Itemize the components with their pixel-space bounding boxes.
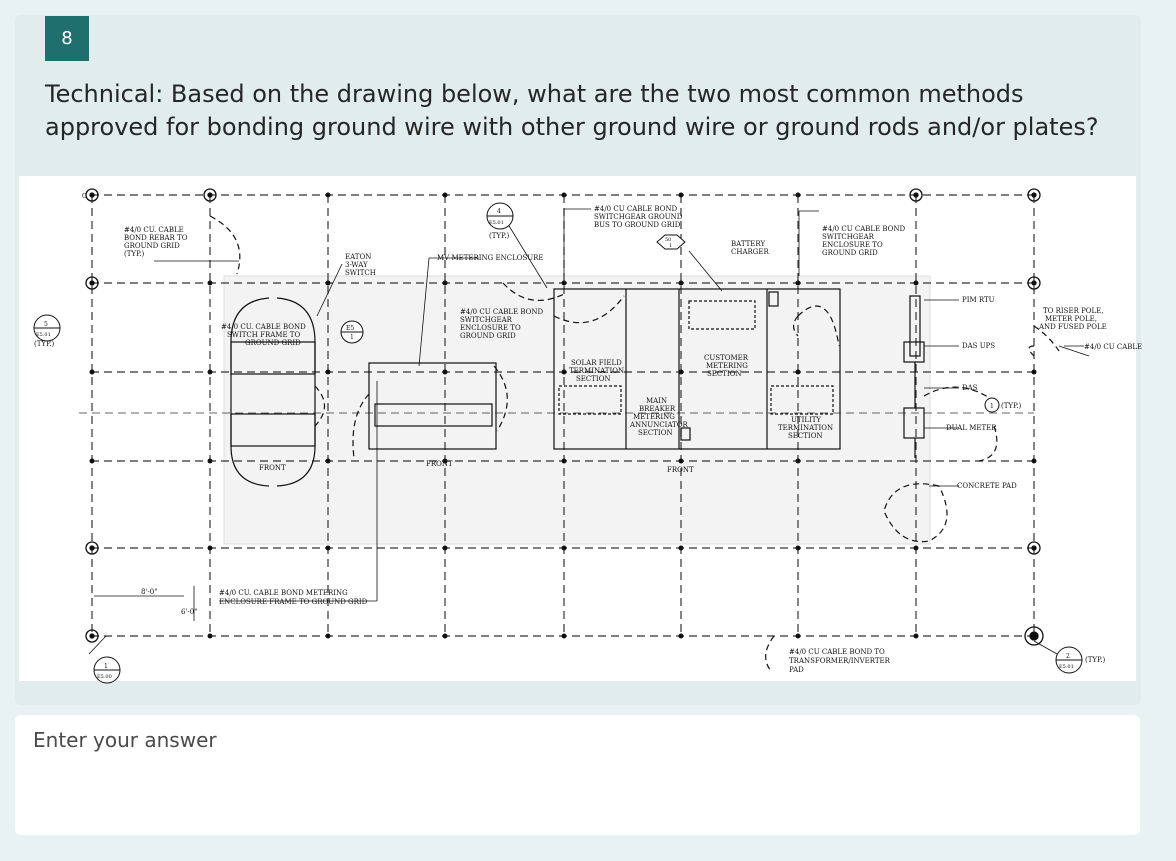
callout-5-num: 5 — [44, 321, 48, 328]
label-utility-3: SECTION — [788, 432, 823, 440]
label-bond-xfmr-3: PAD — [789, 666, 804, 674]
label-typ-3: (TYP.) — [1001, 402, 1022, 410]
label-typ-1: (TYP.) — [489, 232, 510, 240]
label-bond-bus-2: SWITCHGEAR GROUND — [594, 213, 683, 221]
label-main-5: SECTION — [638, 429, 673, 437]
label-solar-1: SOLAR FIELD — [571, 359, 622, 367]
question-text: Technical: Based on the drawing below, w… — [45, 80, 1099, 141]
callout-5-sheet: E5.01 — [36, 332, 51, 338]
label-main-3: METERING — [633, 413, 675, 421]
callout-es-bottom: 1 — [350, 334, 354, 341]
callout-4-num: 4 — [497, 208, 501, 215]
label-front-2: FRONT — [426, 460, 453, 468]
callout-2-num: 2 — [1066, 653, 1070, 660]
label-solar-2: TERMINATION — [569, 367, 624, 375]
label-das-ups: DAS UPS — [962, 342, 995, 350]
label-dim-b: 6'-0" — [181, 608, 197, 616]
label-front-3: FRONT — [667, 466, 694, 474]
callout-50-bottom: 1 — [669, 243, 672, 249]
label-bond-frame-3: GROUND GRID — [245, 339, 301, 347]
label-eaton-1: EATON — [345, 253, 371, 261]
label-bond-rebar-3: GROUND GRID — [124, 242, 180, 250]
question-number-badge: 8 — [45, 16, 89, 61]
label-bond-rebar-2: BOND REBAR TO — [124, 234, 188, 242]
label-cu-cable: #4/0 CU CABLE — [1084, 343, 1142, 351]
label-bond-bus-1: #4/0 CU CABLE BOND — [594, 205, 678, 213]
label-bond-enc-m-1: #4/0 CU CABLE BOND — [460, 308, 544, 316]
label-bond-frame-2: SWITCH FRAME TO — [227, 331, 300, 339]
label-battery-1: BATTERY — [731, 240, 765, 248]
label-bond-enc-r-4: GROUND GRID — [822, 249, 878, 257]
label-customer-2: METERING — [706, 362, 748, 370]
label-front-1: FRONT — [259, 464, 286, 472]
label-bond-bus-3: BUS TO GROUND GRID — [594, 221, 681, 229]
label-bond-enc-m-2: SWITCHGEAR — [460, 316, 513, 324]
label-eaton-3: SWITCH — [345, 269, 376, 277]
callout-es-top: E5 — [346, 325, 354, 332]
answer-input[interactable]: Enter your answer — [15, 715, 1140, 835]
label-bond-enc-r-1: #4/0 CU CABLE BOND — [822, 225, 906, 233]
callout-4-sheet: E5.01 — [489, 220, 504, 226]
label-utility-2: TERMINATION — [778, 424, 833, 432]
label-customer-1: CUSTOMER — [704, 354, 749, 362]
label-main-1: MAIN — [646, 397, 667, 405]
label-bond-frame-1: #4/0 CU. CABLE BOND — [221, 323, 306, 331]
label-bond-meter-1: #4/0 CU. CABLE BOND METERING — [219, 589, 348, 597]
label-concrete-pad: CONCRETE PAD — [957, 482, 1017, 490]
label-eaton-2: 3-WAY — [345, 261, 368, 269]
label-bond-enc-r-3: ENCLOSURE TO — [822, 241, 883, 249]
label-riser-2: METER POLE, — [1045, 315, 1097, 323]
callout-50-top: 50 — [665, 237, 671, 243]
label-utility-1: UTILITY — [791, 416, 821, 424]
label-das: DAS — [962, 384, 978, 392]
label-bond-enc-m-4: GROUND GRID — [460, 332, 516, 340]
label-customer-3: SECTION — [707, 370, 742, 378]
label-typ-4: (TYP.) — [1085, 656, 1106, 664]
label-bond-xfmr-1: #4/0 CU CABLE BOND TO — [789, 648, 885, 656]
label-main-4: ANNUNCIATOR — [629, 421, 689, 429]
label-riser-3: AND FUSED POLE — [1038, 323, 1107, 331]
callout-1-num: 1 — [104, 663, 108, 670]
label-dim-a: 8'-0" — [141, 588, 157, 596]
label-mv-enclosure: MV METERING ENCLOSURE — [437, 254, 544, 262]
label-bond-rebar-4: (TYP.) — [124, 250, 145, 258]
label-solar-3: SECTION — [576, 375, 611, 383]
label-bond-meter-2: ENCLOSURE FRAME TO GROUND GRID — [219, 598, 368, 606]
ground-mark: G — [82, 193, 87, 200]
label-bond-enc-r-2: SWITCHGEAR — [822, 233, 875, 241]
callout-1-sheet: E5.00 — [97, 674, 112, 680]
callout-typ-num: 1 — [990, 403, 994, 410]
label-dual-meter: DUAL METER — [946, 424, 997, 432]
label-riser-1: TO RISER POLE, — [1043, 307, 1104, 315]
label-main-2: BREAKER — [639, 405, 676, 413]
label-battery-2: CHARGER — [731, 248, 769, 256]
callout-2-sheet: E5.01 — [1059, 664, 1074, 670]
label-bond-xfmr-2: TRANSFORMER/INVERTER — [789, 657, 891, 665]
label-typ-2: (TYP.) — [34, 340, 55, 348]
label-pim-rtu: PIM RTU — [962, 296, 995, 304]
label-bond-enc-m-3: ENCLOSURE TO — [460, 324, 521, 332]
label-bond-rebar-1: #4/0 CU. CABLE — [124, 226, 184, 234]
grounding-plan-drawing: #4/0 CU. CABLE BOND REBAR TO GROUND GRID… — [19, 176, 1142, 684]
